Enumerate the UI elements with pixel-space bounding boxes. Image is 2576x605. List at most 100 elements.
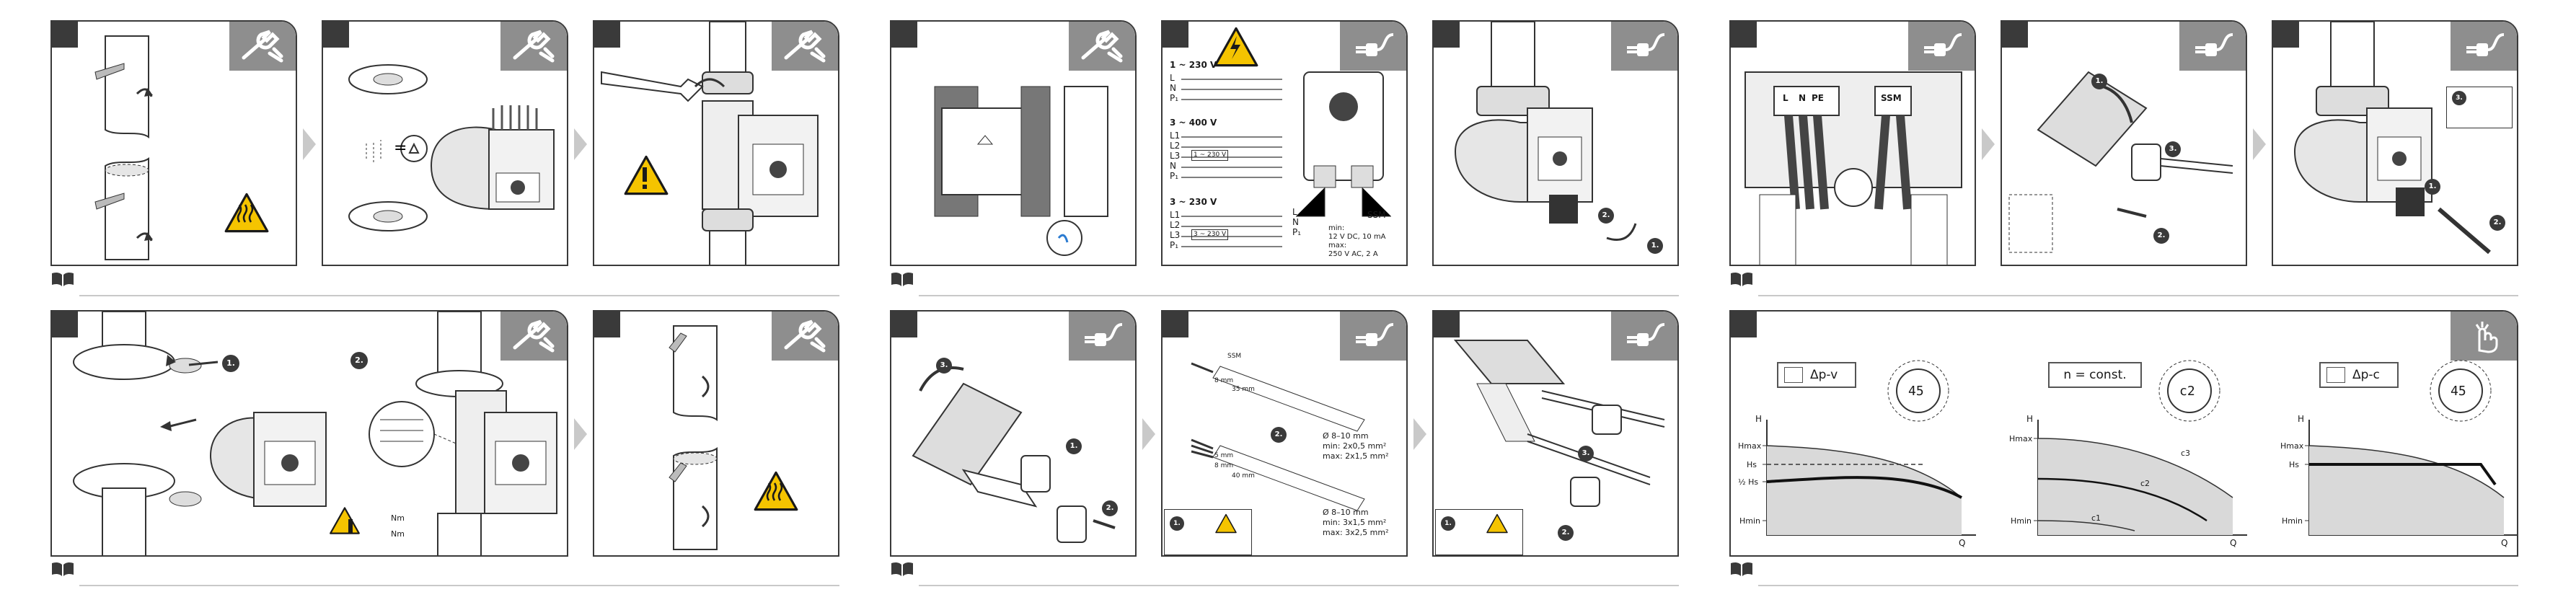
step-label-2: 2. [2489, 215, 2505, 231]
step-number-block [891, 312, 917, 337]
next-step-arrow [1413, 418, 1426, 450]
wiring-line-2-3: N [1170, 161, 1176, 171]
step-label-3: 3. [936, 358, 952, 374]
step-label-3: 3. [1578, 446, 1594, 462]
step-number-block [1434, 22, 1460, 48]
step-number-block [594, 312, 620, 337]
tool-badge [1069, 22, 1135, 71]
ssm-max-label: max: [1328, 242, 1347, 249]
open-book-icon [50, 271, 75, 287]
display-value-2: c2 [2179, 384, 2195, 399]
wiring-line-2-0: L1 [1170, 131, 1181, 141]
tool-badge [500, 312, 567, 361]
next-step-arrow [303, 128, 316, 160]
valve-illustration [94, 35, 153, 260]
valve-open-illustration [669, 325, 718, 550]
open-book-icon [890, 271, 914, 287]
cable-spec1-1: min: 2x0,5 mm² [1323, 441, 1387, 451]
curve-c3: c3 [2181, 449, 2191, 458]
wiring-line-2-1: L2 [1170, 141, 1181, 151]
step-label-2: 2. [350, 352, 368, 369]
step-label-2: 2. [1598, 208, 1614, 224]
step-number-block [594, 22, 620, 48]
step-label-1: 1. [1066, 438, 1082, 454]
terminal-label-l: L [1783, 93, 1788, 103]
pump-flush-illustration: = [348, 64, 555, 231]
step-label-1: 1. [1170, 516, 1184, 531]
mode-dpv-label: Δp-v [1810, 368, 1838, 382]
step-label-3: 3. [2165, 141, 2181, 157]
cable-strip-illustration [1191, 362, 1365, 511]
panel-terminal-block: L N PE SSM [1729, 20, 1976, 266]
open-book-icon [1729, 561, 1754, 577]
close-cover-illustration [2008, 71, 2233, 253]
tool-badge [500, 22, 567, 71]
hand-badge [2451, 312, 2517, 361]
mount-pump-illustration [73, 312, 557, 555]
plug-badge [2451, 22, 2517, 71]
plug-badge [1340, 22, 1406, 71]
cable-dim-c: 8 mm [1214, 462, 1234, 469]
step-number-block [1163, 22, 1188, 48]
ylabel-half-hs: ½ Hs [1738, 477, 1759, 487]
step-label-2: 2. [1102, 500, 1118, 516]
mode-constant-speed: n = const. [2048, 362, 2142, 388]
terminal-block-illustration [1744, 71, 1962, 265]
mode-constant-label: n = const. [2063, 368, 2127, 382]
connect-cables-illustration [1453, 340, 1665, 507]
panel-open-valves [593, 310, 839, 557]
cable-spec2-2: max: 3x2,5 mm² [1323, 528, 1389, 537]
xlabel-q: Q [1959, 538, 1966, 548]
mode-dpv-icon [1784, 367, 1803, 383]
ylabel-h: H [2298, 414, 2305, 424]
ylabel-hmax: Hmax [1738, 441, 1762, 451]
mode-dpv: Δp-v [1777, 362, 1856, 388]
close-terminal-illustration [2293, 22, 2491, 255]
svg-text:=: = [394, 139, 407, 157]
xlabel-q: Q [2230, 538, 2237, 548]
insulation-illustration [934, 86, 1108, 256]
terminal-p: P₁ [1292, 227, 1302, 237]
open-book-icon [50, 561, 75, 577]
step-number-block [2002, 22, 2028, 48]
step-label-1: 1. [1647, 238, 1663, 254]
wiring-line-3-3: P₁ [1170, 240, 1179, 250]
wiring-line-1-0: L [1170, 73, 1175, 83]
ylabel-hs: Hs [2289, 460, 2300, 469]
panel-tighten-unions [593, 20, 839, 266]
ssm-min-label: min: [1328, 224, 1345, 232]
pump-install-illustration [601, 22, 819, 265]
plug-badge [1340, 312, 1406, 361]
step-label-1: 1. [2425, 179, 2440, 195]
curve-c2: c2 [2140, 479, 2151, 488]
ylabel-hmin: Hmin [1739, 516, 1761, 526]
cable-dim-e: 5 mm [1214, 452, 1234, 459]
step-number-block [1434, 312, 1460, 337]
ylabel-hs: Hs [1747, 460, 1757, 469]
open-book-icon [890, 561, 914, 577]
footer-divider [79, 295, 839, 296]
mode-dpc: Δp-c [2319, 362, 2399, 388]
step-label-2: 2. [1558, 525, 1574, 541]
wiring-title-1: 1 ~ 230 V [1170, 60, 1217, 70]
wiring-line-3-2: L3 [1170, 230, 1181, 240]
ylabel-hmax: Hmax [2280, 441, 2304, 451]
wiring-line-3-1: L2 [1170, 220, 1181, 230]
tool-badge [772, 22, 838, 71]
general-warning-icon [623, 154, 669, 196]
step-number-block [2273, 22, 2299, 48]
ylabel-hmin: Hmin [2011, 516, 2032, 526]
panel-close-terminal-box: 3. 1. 2. [2272, 20, 2518, 266]
wiring-title-3: 3 ~ 230 V [1170, 197, 1217, 207]
display-value-3: 45 [2451, 384, 2466, 399]
cable-spec2-0: Ø 8–10 mm [1323, 508, 1369, 517]
panel-close-valves [50, 20, 297, 266]
terminal-l: L [1292, 207, 1297, 217]
step-label-3: 3. [2452, 91, 2466, 105]
wiring-line-1-2: P₁ [1170, 93, 1179, 103]
wiring-lines [1181, 71, 1391, 247]
electric-shock-warning-icon [1213, 26, 1259, 68]
next-step-arrow [1982, 128, 1995, 160]
tool-badge [229, 22, 296, 71]
plug-badge [1069, 312, 1135, 361]
